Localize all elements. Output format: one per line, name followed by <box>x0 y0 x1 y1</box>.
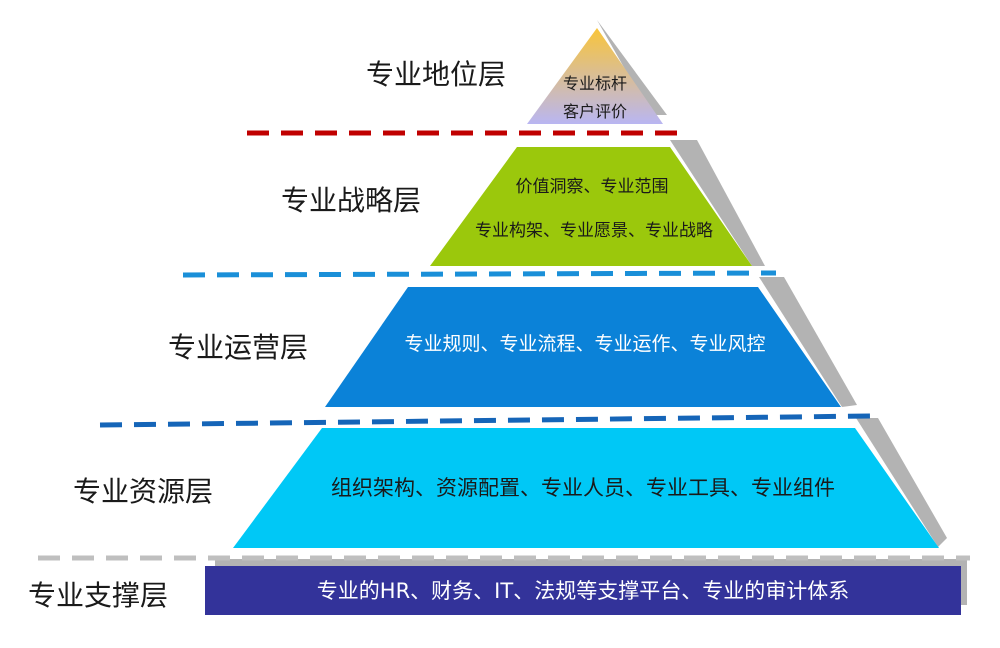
layer-label-support: 专业支撑层 <box>28 579 168 612</box>
strategy-text-line-1: 价值洞察、专业范围 <box>516 177 669 197</box>
operations-text: 专业规则、专业流程、专业运作、专业风控 <box>404 333 765 355</box>
layer-label-status: 专业地位层 <box>366 58 506 91</box>
apex-text-line-2: 客户评价 <box>563 102 627 121</box>
support-text: 专业的HR、财务、IT、法规等支撑平台、专业的审计体系 <box>317 579 849 603</box>
layer-label-operations: 专业运营层 <box>168 331 308 364</box>
apex-text-line-1: 专业标杆 <box>563 74 627 93</box>
resources-trapezoid <box>233 428 939 548</box>
strategy-shadow <box>670 140 765 266</box>
resources-text: 组织架构、资源配置、专业人员、专业工具、专业组件 <box>331 476 835 500</box>
apex-triangle <box>527 28 663 124</box>
layer-label-strategy: 专业战略层 <box>281 184 421 217</box>
operations-trapezoid <box>325 287 841 407</box>
support-bar <box>205 566 961 615</box>
apex-shadow <box>597 20 667 115</box>
operations-shadow <box>759 277 857 407</box>
resources-shadow <box>856 418 947 547</box>
divider-operations <box>99 413 874 428</box>
divider-strategy <box>182 270 777 278</box>
strategy-text-line-2: 专业构架、专业愿景、专业战略 <box>475 221 713 241</box>
strategy-trapezoid <box>430 147 752 266</box>
layer-label-resources: 专业资源层 <box>73 475 213 508</box>
support-shadow <box>215 559 967 605</box>
